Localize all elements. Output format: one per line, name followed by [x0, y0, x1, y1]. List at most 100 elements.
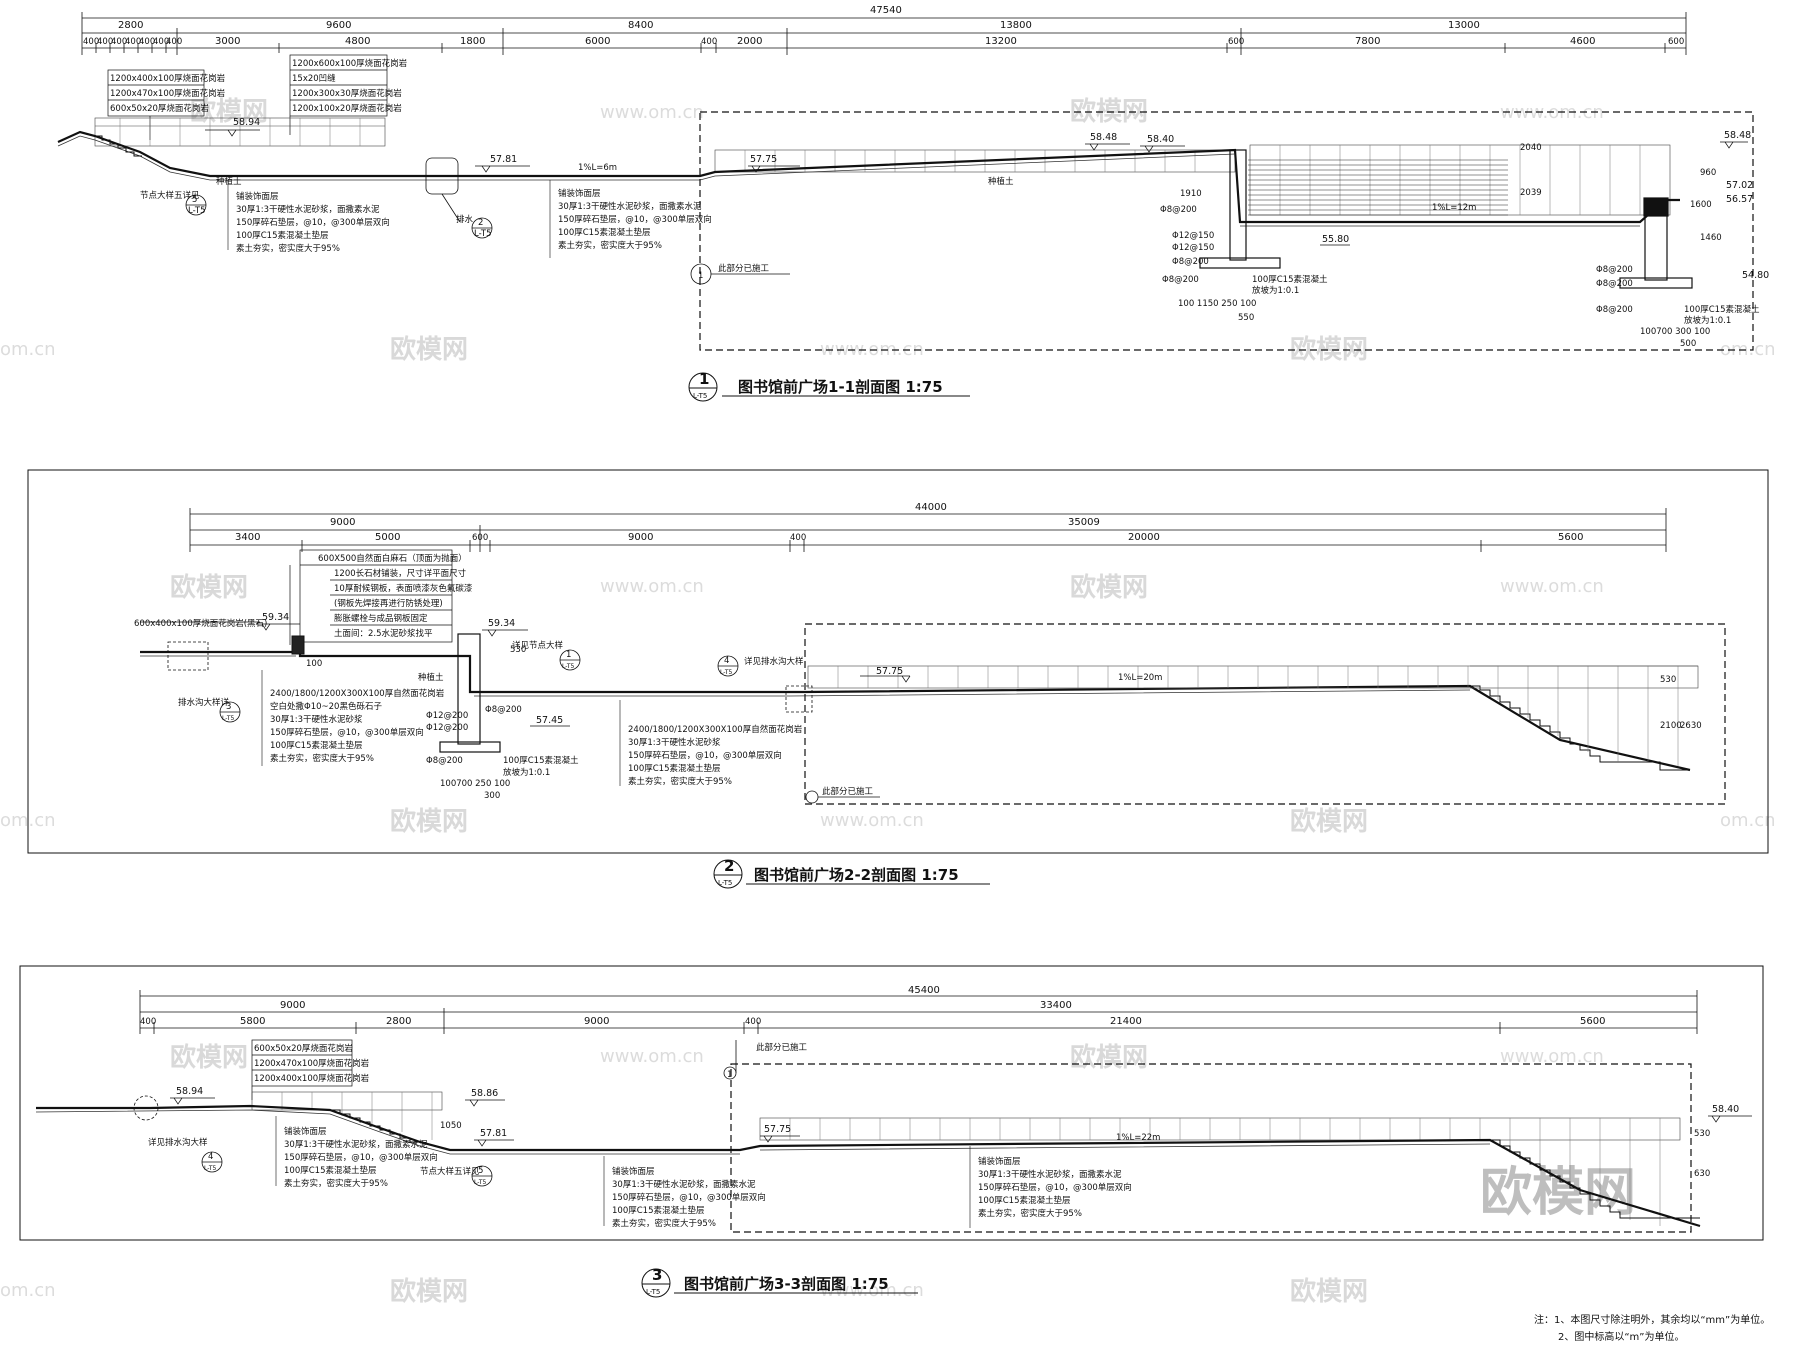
callout-sheet: L-T5: [562, 663, 575, 670]
detail-note: 详见排水沟大样: [744, 656, 804, 667]
wall-dim: 100: [306, 659, 322, 669]
material-tag: 土面间：2.5水泥砂浆找平: [334, 628, 433, 639]
build-up-note: 2400/1800/1200X300X100厚自然面花岗岩: [628, 724, 803, 735]
build-up-note: 2400/1800/1200X300X100厚自然面花岗岩: [270, 688, 445, 699]
build-up-note: 铺装饰面层: [558, 188, 601, 199]
dim-row1: 33400: [1040, 1000, 1072, 1011]
watermark-layer: 欧模网 www.om.cn 欧模网 www.om.cn om.cn 欧模网 ww…: [0, 96, 1776, 1307]
dim-row2: 600: [472, 533, 488, 543]
material-tag: 1200x470x100厚烧面花岗岩: [254, 1058, 370, 1069]
wall-dim: 2039: [1520, 188, 1542, 198]
dim-row1: 13000: [1448, 20, 1480, 31]
detail-note: 节点大样五详见: [420, 1166, 480, 1177]
build-up-note: 150厚碎石垫层，@10，@300单层双向: [270, 727, 424, 738]
build-up-note: 素土夯实，密实度大于95%: [978, 1208, 1082, 1219]
section-title: 图书馆前广场1-1剖面图 1:75: [738, 378, 943, 396]
callout-num: 1: [566, 650, 571, 660]
callout-num: 3: [226, 702, 231, 712]
section-marker-sheet: L-T5: [718, 879, 732, 887]
rebar-note: Φ12@200: [426, 711, 468, 721]
footnote: 2、图中标高以“m”为单位。: [1558, 1330, 1684, 1343]
dim-row2: 2000: [737, 36, 762, 47]
callout-sheet: L-T5: [474, 1179, 487, 1186]
wall-dim: 530: [1660, 675, 1676, 685]
watermark-site: om.cn: [1720, 339, 1776, 360]
dim-row2: 7800: [1355, 36, 1380, 47]
section-3-3: 45400 9000 33400 400 5800 2800 9000 400 …: [19, 965, 1764, 1298]
callout-num: 5: [192, 195, 197, 205]
dim-row2: 5800: [240, 1016, 265, 1027]
slope-label: 1%L=22m: [1116, 1133, 1160, 1143]
build-up-note: 30厚1:3干硬性水泥砂浆，面撒素水泥: [284, 1139, 428, 1150]
build-up-note: 100厚C15素混凝土垫层: [284, 1165, 376, 1176]
detail-note: 节点大样五详见: [140, 190, 200, 201]
dim-row2: 400: [790, 533, 806, 543]
build-up-note: 100厚C15素混凝土垫层: [236, 230, 328, 241]
watermark-brand: 欧模网: [390, 334, 468, 365]
callout-num: 4: [724, 656, 729, 666]
rebar-note: 放坡为1:0.1: [503, 767, 550, 778]
watermark-brand: 欧模网: [390, 806, 468, 837]
elevation: 57.75: [764, 1124, 791, 1135]
wall-dim: 2100: [1660, 721, 1682, 731]
rebar-note: 100厚C15素混凝土: [503, 755, 579, 766]
section-2-2: 44000 9000 35009 3400 5000 600 9000 400 …: [27, 469, 1769, 889]
build-up-note: 铺装饰面层: [236, 191, 279, 202]
rebar-note: Φ8@200: [1160, 205, 1197, 215]
dim-total: 44000: [915, 502, 947, 513]
elevation: 57.75: [750, 154, 777, 165]
material-tag: 膨胀螺栓与成品钢板固定: [334, 613, 428, 624]
watermark-logo: 欧模网: [1480, 1163, 1636, 1223]
rebar-note: 放坡为1:0.1: [1684, 315, 1731, 326]
build-up-note: 30厚1:3干硬性水泥砂浆，面撒素水泥: [978, 1169, 1122, 1180]
callout-num: 1: [727, 1070, 732, 1080]
section-marker-sheet: L-T5: [646, 1288, 660, 1296]
dim-row2: 20000: [1128, 532, 1160, 543]
dim-row2: 400: [125, 37, 141, 47]
build-up-note: 素土夯实，密实度大于95%: [284, 1178, 388, 1189]
already-built-boundary: [699, 111, 1754, 351]
watermark-brand: 欧模网: [190, 96, 268, 127]
ground-profile: [36, 1104, 1701, 1228]
material-tag: 600x50x20厚烧面花岗岩: [254, 1043, 353, 1054]
material-tag: 1200x600x100厚烧面花岗岩: [292, 58, 408, 69]
watermark-site: www.om.cn: [1500, 576, 1604, 597]
build-up-note: 素土夯实，密实度大于95%: [270, 753, 374, 764]
build-up-note: 100厚C15素混凝土垫层: [978, 1195, 1070, 1206]
rebar-note: Φ8@200: [426, 756, 463, 766]
build-up-note: 150厚碎石垫层，@10，@300单层双向: [284, 1152, 438, 1163]
soil-label: 种植土: [418, 672, 444, 683]
dim-row2: 2800: [386, 1016, 411, 1027]
build-up-note: 30厚1:3干硬性水泥砂浆，面撒素水泥: [236, 204, 380, 215]
dim-row2: 400: [139, 37, 155, 47]
dim-row2: 13200: [985, 36, 1017, 47]
section-title: 图书馆前广场3-3剖面图 1:75: [684, 1275, 889, 1293]
dim-row2: 400: [97, 37, 113, 47]
build-up-note: 30厚1:3干硬性水泥砂浆: [628, 737, 721, 748]
build-up-note: 空白处撒Φ10~20黑色砾石子: [270, 701, 382, 712]
material-tag: 600X500自然面白麻石（顶面为抛面）: [318, 553, 467, 564]
material-tag: 1200x470x100厚烧面花岗岩: [110, 88, 226, 99]
dim-row1: 35009: [1068, 517, 1100, 528]
material-tag: 1200长石材铺装，尺寸详平面尺寸: [334, 568, 467, 579]
slope-label: 1%L=6m: [578, 163, 617, 173]
section-1-1: 47540 2800 9600 8400 13800 13000 400 400…: [57, 5, 1769, 402]
material-tag: 1200x300x30厚烧面花岗岩: [292, 88, 402, 99]
rebar-note: 100厚C15素混凝土: [1252, 274, 1328, 285]
wall-dim: 1910: [1180, 189, 1202, 199]
dim-row1: 13800: [1000, 20, 1032, 31]
wall-dim: 300: [484, 791, 500, 801]
wall-dim: 2630: [1680, 721, 1702, 731]
elevation: 54.80: [1742, 270, 1769, 281]
dim-row2: 400: [83, 37, 99, 47]
callout-num: 4: [208, 1152, 213, 1162]
build-up-note: 30厚1:3干硬性水泥砂浆，面撒素水泥: [558, 201, 702, 212]
watermark-site: www.om.cn: [600, 1046, 704, 1067]
section-marker-num: 2: [724, 857, 734, 875]
dim-row1: 8400: [628, 20, 653, 31]
callout-sheet: L-T5: [222, 715, 235, 722]
callout-sheet: L-T5: [188, 206, 205, 216]
wall-dim: 630: [1694, 1169, 1710, 1179]
dim-row2: 5600: [1558, 532, 1583, 543]
